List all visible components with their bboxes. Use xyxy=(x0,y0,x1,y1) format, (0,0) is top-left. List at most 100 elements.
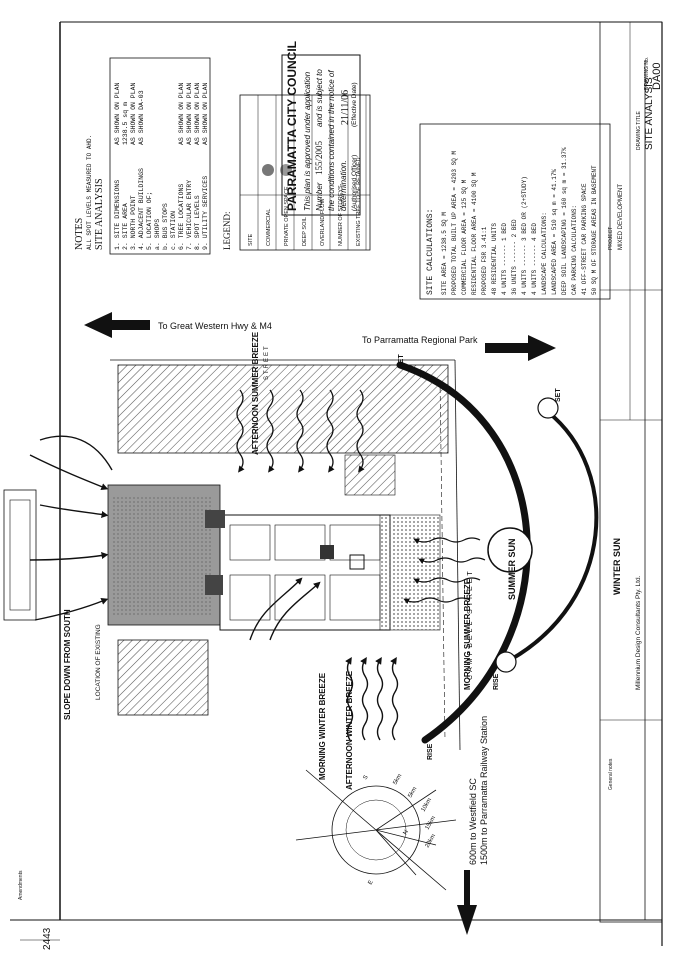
stamp-date: 21/11/06 xyxy=(340,90,351,125)
label-afternoon-summer-breeze: AFTERNOON SUMMER BREEZE xyxy=(251,331,260,455)
title-block: DRAWING TITLE SITE ANALYSIS PROJECT MIXE… xyxy=(18,21,663,950)
stamp-line1: This plan is approved under application xyxy=(303,71,312,211)
stamp-council: PARRAMATTA CITY COUNCIL xyxy=(285,41,299,211)
calculation-line: 4 UNITS ------ 4 BED xyxy=(531,223,538,295)
stamp-line4: the conditions contained in the notice o… xyxy=(327,70,336,211)
west-arrows xyxy=(29,435,113,621)
afternoon-summer-breeze-arrows xyxy=(236,389,365,473)
notes-item-label: c. STATION xyxy=(170,211,177,250)
adjacent-building-north xyxy=(117,364,449,454)
notes-box xyxy=(109,57,211,255)
neighbour-outline xyxy=(3,489,37,621)
legend-row-label: DEEP SOIL xyxy=(302,217,308,246)
label-rise-winter: RISE xyxy=(493,673,500,690)
wind-rose-label: 5km xyxy=(393,773,404,786)
label-slope: SLOPE DOWN FROM SOUTH xyxy=(63,609,72,720)
winter-breeze-arrows xyxy=(249,577,399,741)
direction-west: To Great Western Hwy & M4 xyxy=(158,321,272,331)
calculation-line: 48 RESIDENTIAL UNITS xyxy=(491,223,498,295)
direction-south-line2: 1500m to Parramatta Railway Station xyxy=(479,716,489,865)
calculation-line: 50 SQ M OF STORAGE AREAS IN BASEMENT xyxy=(591,165,598,295)
calculations-heading: SITE CALCULATIONS: xyxy=(426,209,435,295)
stamp-signed-label: (Authorised Officer) xyxy=(351,155,358,211)
notes-item-label: 1. SITE DIMENSIONS xyxy=(114,180,121,250)
notes-item-value: AS SHOWN ON PLAN xyxy=(194,82,201,145)
notes-item-label: 8. SPOT LEVELS xyxy=(194,195,201,250)
label-rise-summer: RISE xyxy=(427,743,434,760)
notes-item-label: 7. VEHICULAR ENTRY xyxy=(186,180,193,250)
calculation-line: 41 OFF-STREET CAR PARKING SPACE xyxy=(581,183,588,295)
direction-park: To Parramatta Regional Park xyxy=(362,335,478,345)
stamp-line2: Number xyxy=(315,182,324,211)
calculation-line: LANDSCAPE CALCULATIONS: xyxy=(541,212,548,295)
arrow-park: To Parramatta Regional Park xyxy=(362,335,556,361)
job-number: 2443 xyxy=(42,927,53,950)
wind-rose-label: S xyxy=(363,775,370,781)
drawing-number: DA00 xyxy=(651,62,663,90)
wind-rose-label: 20km xyxy=(425,833,438,849)
notes-item-value: AS SHOWN ON PLAN xyxy=(186,82,193,145)
notes-item-value: AS SHOWN ON PLAN xyxy=(130,82,137,145)
stamp-date-label: (Effective Date) xyxy=(351,82,358,127)
direction-south-line1: 600m to Westfield SC xyxy=(468,778,478,865)
label-street: STREET xyxy=(264,344,270,380)
calculation-line: 36 UNITS ------ 2 BED xyxy=(511,219,518,295)
site-calculations: SITE CALCULATIONS: SITE AREA = 1238.5 SQ… xyxy=(419,123,611,300)
consultant-name: Millennium Design Consultants Pty. Ltd. xyxy=(635,575,642,690)
drawing-title-label: DRAWING TITLE xyxy=(636,110,642,150)
revision-header: Amendments xyxy=(18,870,24,900)
label-summer-sun: SUMMER SUN xyxy=(507,538,517,600)
calculation-line: SITE AREA = 1238.5 SQ M xyxy=(441,212,448,295)
label-morning-summer-breeze: MORNING SUMMER BREEZE xyxy=(463,578,472,690)
arrow-west: To Great Western Hwy & M4 xyxy=(84,312,272,338)
wind-rose-label: 10km xyxy=(421,797,434,813)
calculation-line: 4 UNITS ------ 1 BED xyxy=(501,223,508,295)
label-campbell-street: CAMPBELL STREET xyxy=(467,568,474,680)
legend-row-label: EXISTING TREE TO BE RETAINED xyxy=(356,157,362,246)
label-location-existing: LOCATION OF EXISTING xyxy=(95,624,102,700)
calculation-line: LANDSCAPED AREA = 510 sq m = 41.17% xyxy=(551,169,558,295)
notes-item-value: AS SHOWN ON PLAN xyxy=(114,82,121,145)
label-afternoon-winter-breeze: AFTERNOON WINTER BREEZE xyxy=(345,670,354,790)
calculation-line: PROPOSED FSR 3.41:1 xyxy=(481,226,488,295)
notes-item-label: b. BUS STOPS xyxy=(162,203,169,250)
legend-row-label: SITE xyxy=(248,233,254,246)
legend-heading: LEGEND: xyxy=(222,212,232,251)
wind-rose-label: N xyxy=(403,829,410,836)
adjacent-building-south xyxy=(117,639,209,716)
notes-item-label: 3. NORTH POINT xyxy=(130,195,137,250)
project-name: MIXED DEVELOPMENT xyxy=(618,184,624,250)
sun-ray-arrows xyxy=(403,537,486,605)
drawing-number-label: DRAWING No. xyxy=(644,57,650,90)
notes-item-label: 4. ADJACENT BUILDINGS xyxy=(138,168,145,250)
calculation-line: COMMERCIAL FLOOR AREA = 125 SQ M xyxy=(461,179,468,295)
legend-row-label: COMMERCIAL xyxy=(266,209,272,246)
wind-rose-label: 5km xyxy=(408,786,419,799)
calculation-line: 4 UNITS ------ 3 BED OR (2+STUDY) xyxy=(521,176,528,295)
proposed-building xyxy=(219,514,391,631)
arrow-south: 600m to Westfield SC 1500m to Parramatta… xyxy=(457,716,489,935)
notes-item-value: 1238.5 sq m xyxy=(122,102,129,145)
notes-item-value: AS SHOWN DA-03 xyxy=(138,90,145,145)
notes-item-value: AS SHOWN ON PLAN xyxy=(178,82,185,145)
stamp-number: 155/2005 xyxy=(314,140,324,175)
stamp-line3: and is subject to xyxy=(315,69,324,127)
notes-title: SITE ANALYSIS xyxy=(94,178,105,250)
notes-item-label: a. SHOPS xyxy=(154,219,161,250)
notes-heading: NOTES xyxy=(74,218,85,250)
calculation-line: RESIDENTIAL FLOOR AREA = 4100 SQ M xyxy=(471,172,478,295)
legend-row-label: OVERLAND FLOW xyxy=(320,198,326,246)
notes-subheading: ALL SPOT LEVELS MEASURED TO AHD. xyxy=(86,135,93,250)
summer-sun-icon xyxy=(487,527,533,573)
site-plan: AFTERNOON SUMMER BREEZE SUMMER SUN SET R… xyxy=(3,331,622,790)
council-stamp: PARRAMATTA CITY COUNCIL This plan is app… xyxy=(281,41,361,216)
wind-rose-label: 15km xyxy=(425,815,438,831)
legend-table xyxy=(239,94,371,251)
notes-block: NOTES ALL SPOT LEVELS MEASURED TO AHD. S… xyxy=(74,57,211,255)
notes-item-label: 2. SITE AREA xyxy=(122,203,129,250)
